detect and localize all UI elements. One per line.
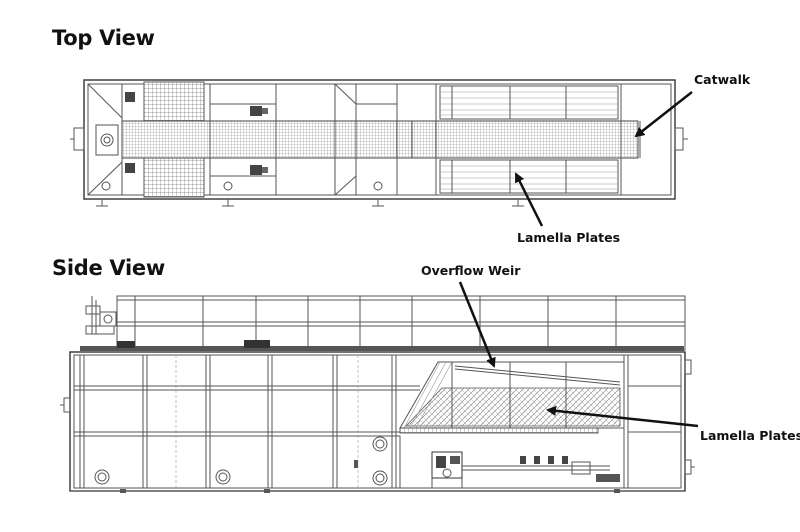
horizontal-stiffeners	[74, 385, 681, 437]
vertical-posts	[79, 354, 629, 489]
motor-units-side	[117, 340, 270, 348]
side-view-drawing	[60, 281, 699, 493]
side-nozzles	[60, 359, 695, 475]
inlet-nozzle	[70, 124, 119, 156]
sludge-equipment	[395, 435, 620, 489]
catwalk-label: Catwalk	[694, 72, 751, 87]
lamella-plates-top-upper	[439, 85, 619, 120]
top-view-heading: Top View	[52, 26, 155, 50]
outlet-nozzle-top	[674, 127, 688, 151]
catwalk-arrow	[634, 91, 693, 138]
compartment-dividers-top	[209, 83, 622, 196]
side-tank-inner-wall	[73, 354, 682, 489]
lamella-plates-side-arrow	[546, 405, 699, 428]
support-feet-top	[96, 199, 524, 207]
inlet-hopper	[87, 83, 123, 196]
lamella-pack-side	[399, 361, 625, 434]
lamella-plates-top-label: Lamella Plates	[517, 230, 621, 245]
lamella-plates-top-arrow	[514, 172, 544, 227]
top-view-drawing	[70, 79, 693, 227]
catwalk	[121, 120, 639, 159]
inlet-piping-side	[85, 296, 117, 335]
overflow-weir-label: Overflow Weir	[421, 263, 521, 278]
base-skid	[70, 489, 685, 493]
overflow-weir-arrow	[458, 281, 496, 368]
lamella-plates-top-lower	[439, 159, 619, 194]
lamella-plates-side-label: Lamella Plates	[700, 428, 800, 443]
top-tank-inner-wall	[87, 83, 672, 196]
handrail	[116, 295, 686, 351]
manways	[94, 436, 388, 486]
side-view-heading: Side View	[52, 256, 165, 280]
walkway-deck	[80, 346, 684, 351]
drains-top	[101, 181, 383, 191]
